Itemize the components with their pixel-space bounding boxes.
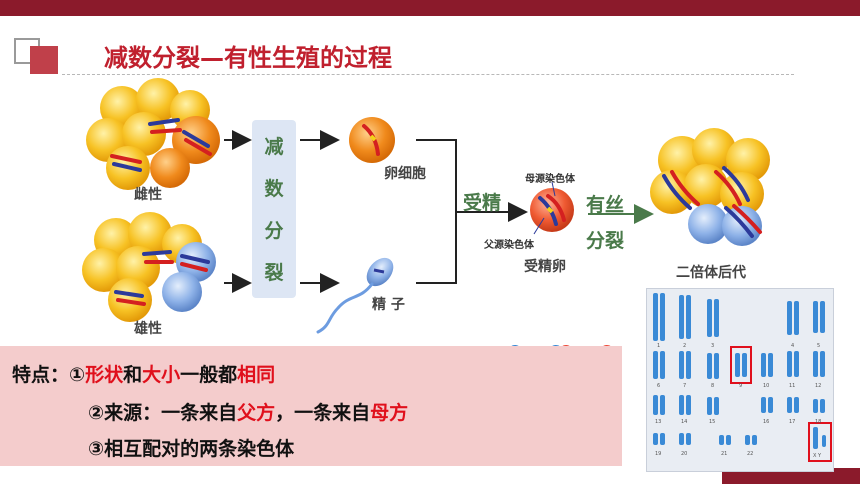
- karyo-num-4: 4: [791, 343, 794, 349]
- karyo-num-20: 20: [681, 451, 687, 457]
- top-bar: [0, 0, 860, 16]
- male-label: 雄性: [134, 321, 162, 337]
- karyo-num-6: 6: [657, 383, 660, 389]
- sperm-cell: [316, 257, 394, 334]
- mitosis-label-line1: 有丝: [586, 194, 625, 216]
- karyo-num-1: 1: [657, 343, 660, 349]
- egg-label: 卵细胞: [384, 166, 426, 182]
- karyo-num-21: 21: [721, 451, 727, 457]
- feature2-father: 父方: [237, 402, 276, 424]
- feature-line-1: 特点：①形状和大小一般都相同: [12, 360, 275, 387]
- feature1-same: 相同: [237, 364, 276, 386]
- karyo-num-14: 14: [681, 419, 687, 425]
- karyo-num-19: 19: [655, 451, 661, 457]
- offspring-label: 二倍体后代: [676, 265, 746, 281]
- fertilization-label: 受精: [463, 192, 502, 214]
- egg-cell: [349, 117, 395, 163]
- karyo-num-11: 11: [789, 383, 795, 389]
- title-decoration-square: [30, 46, 58, 74]
- highlight-pair-8: [730, 346, 752, 384]
- meiosis-char-1: 减: [264, 136, 284, 158]
- karyo-num-xy: X Y: [813, 453, 822, 459]
- sperm-label: 精 子: [372, 297, 405, 313]
- zygote-label: 受精卵: [524, 259, 566, 275]
- maternal-chromosome-label: 母源染色体: [525, 174, 575, 185]
- offspring-cell-cluster: [650, 128, 770, 246]
- feature2-prefix: ②来源：一条来自: [88, 402, 238, 424]
- karyo-num-10: 10: [763, 383, 769, 389]
- corner-bar: [722, 468, 860, 484]
- karyo-num-22: 22: [747, 451, 753, 457]
- karyo-num-8: 8: [711, 383, 714, 389]
- feature1-size: 大小: [142, 364, 181, 386]
- karyo-num-2: 2: [683, 343, 686, 349]
- female-cell-cluster: [86, 78, 220, 190]
- feature2-mother: 母方: [370, 402, 409, 424]
- highlight-pair-xy: [808, 422, 832, 462]
- features-heading: 特点：: [12, 364, 70, 386]
- meiosis-char-3: 分: [264, 220, 284, 242]
- karyo-num-18: 18: [815, 419, 821, 425]
- feature2-middle: ，一条来自: [275, 402, 371, 424]
- karyo-num-16: 16: [763, 419, 769, 425]
- karyo-num-12: 12: [815, 383, 821, 389]
- mitosis-label-line2: 分裂: [586, 230, 625, 252]
- karyo-num-5: 5: [817, 343, 820, 349]
- paternal-chromosome-label: 父源染色体: [484, 240, 534, 251]
- female-label: 雌性: [134, 187, 162, 203]
- meiosis-char-4: 裂: [264, 262, 284, 284]
- maternal-pointer: [551, 181, 556, 197]
- karyotype-chart: 1 2 3 4 5 6 7 8 9 10 11 12 13 14 15 16 1…: [653, 293, 832, 462]
- feature1-generally: 一般都: [180, 364, 238, 386]
- meiosis-char-2: 数: [264, 178, 284, 200]
- feature-line-3: ③相互配对的两条染色体: [88, 438, 295, 460]
- karyotype-panel: 1 2 3 4 5 6 7 8 9 10 11 12 13 14 15 16 1…: [646, 288, 834, 472]
- feature1-and: 和: [123, 364, 143, 386]
- karyo-num-7: 7: [683, 383, 686, 389]
- karyo-num-13: 13: [655, 419, 661, 425]
- paternal-pointer: [533, 217, 545, 235]
- karyo-num-3: 3: [711, 343, 714, 349]
- feature-line-2: ②来源：一条来自父方，一条来自母方: [88, 398, 408, 425]
- male-cell-cluster: [82, 212, 216, 322]
- karyo-num-9: 9: [739, 383, 742, 389]
- meiosis-box: 减 数 分 裂: [252, 120, 296, 298]
- karyo-num-17: 17: [789, 419, 795, 425]
- feature1-prefix: ①: [69, 364, 86, 386]
- merge-bracket: [416, 139, 457, 284]
- zygote-cell: [530, 181, 574, 235]
- page-title: 减数分裂—有性生殖的过程: [104, 44, 392, 72]
- karyo-num-15: 15: [709, 419, 715, 425]
- title-divider: [62, 74, 794, 75]
- features-box: 特点：①形状和大小一般都相同 ②来源：一条来自父方，一条来自母方 ③相互配对的两…: [0, 346, 622, 466]
- feature1-shape: 形状: [85, 364, 124, 386]
